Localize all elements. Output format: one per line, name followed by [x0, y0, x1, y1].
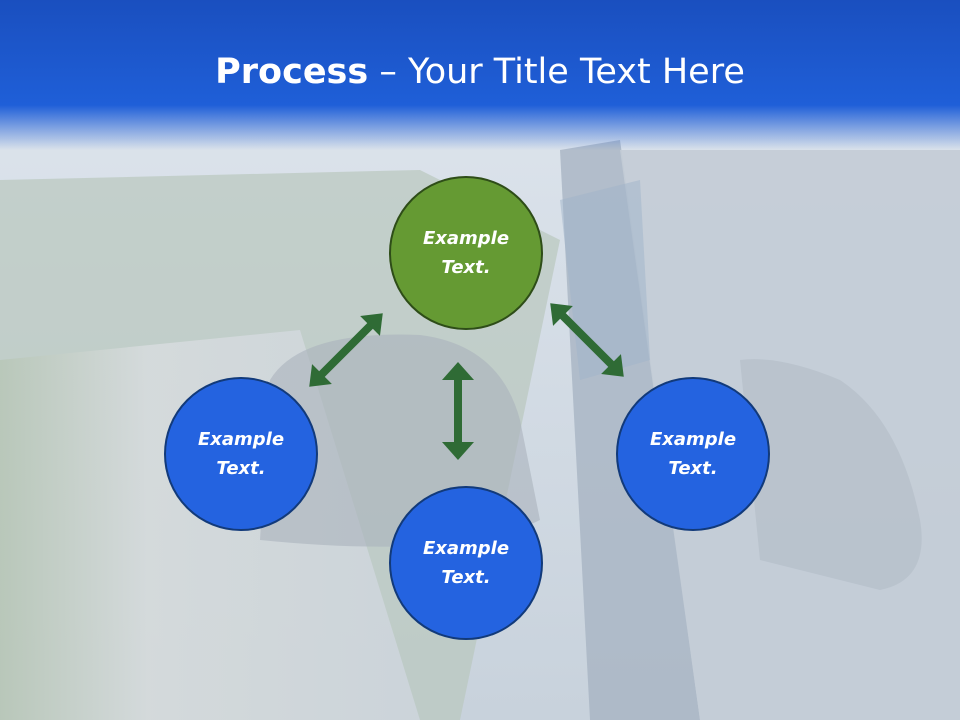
node-label: Example Text.: [422, 228, 510, 278]
title-rest: – Your Title Text Here: [368, 52, 745, 92]
node-label: Example Text.: [197, 429, 285, 479]
title-bar: [0, 0, 960, 150]
process-node-left[interactable]: Example Text.: [164, 377, 318, 531]
node-label: Example Text.: [649, 429, 737, 479]
slide-title: Process – Your Title Text Here: [0, 52, 960, 92]
arrow-top-to-right: [550, 303, 624, 377]
title-bold: Process: [215, 52, 369, 92]
process-node-right[interactable]: Example Text.: [616, 377, 770, 531]
node-label: Example Text.: [422, 538, 510, 588]
arrow-top-to-bottom: [442, 362, 474, 460]
process-node-top[interactable]: Example Text.: [389, 176, 543, 330]
process-node-bottom[interactable]: Example Text.: [389, 486, 543, 640]
arrow-top-to-left: [309, 313, 383, 387]
